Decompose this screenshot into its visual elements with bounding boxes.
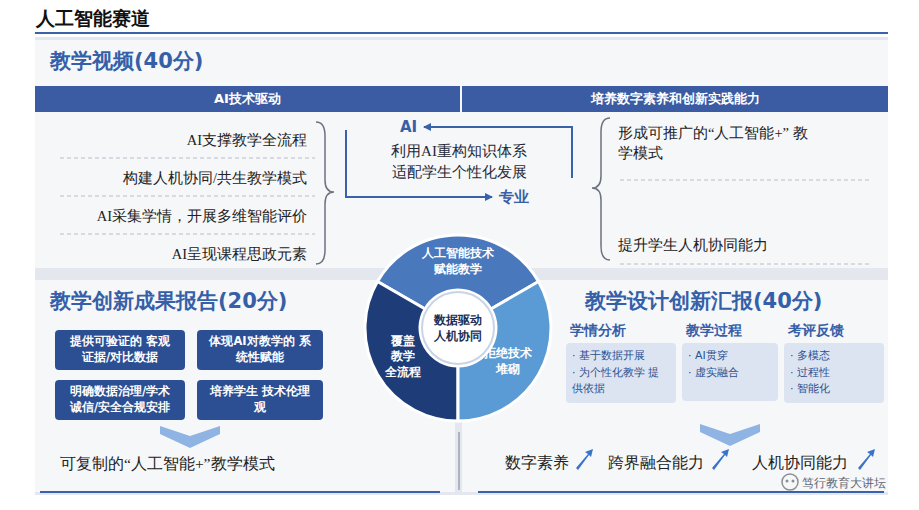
- page-title: 人工智能赛道: [36, 6, 150, 32]
- column-bullet: · 智能化: [790, 381, 878, 398]
- criterion-box-text: 明确数据治理/学术 诚信/安全合规安排: [68, 384, 172, 415]
- section-heading: 教学创新成果报告(20分): [50, 287, 287, 315]
- column-box: · AI贯穿· 虚实融合: [682, 343, 778, 401]
- ground: [35, 37, 888, 495]
- criterion-box-text: 体现AI对教学的 系统性赋能: [208, 334, 312, 365]
- column-heading: 学情分析: [566, 322, 676, 340]
- core-shape: [422, 292, 494, 364]
- node-dark: 体现AI对教学的 系统性赋能: [197, 330, 323, 370]
- column-bullet: · 虚实融合: [688, 365, 772, 382]
- label: 数字素养: [505, 452, 569, 474]
- divider: [458, 432, 460, 490]
- column-heading: 考评反馈: [784, 322, 884, 340]
- criterion-box-text: 培养学生 技术伦理观: [208, 384, 312, 415]
- center-statement: 利用AI重构知识体系 适配学生个性化发展: [384, 141, 534, 183]
- title-rule: [35, 32, 888, 34]
- column-bullet: · 基于数据开展: [572, 348, 670, 365]
- label: 专业: [497, 187, 531, 207]
- node-core: 数据驱动 人机协同: [420, 290, 496, 366]
- bar-label: 培养数字素养和创新实践能力: [591, 90, 760, 108]
- column-bullet: · 多模态: [790, 348, 878, 365]
- watermark-icon: [782, 474, 798, 490]
- node-bar: AI技术驱动: [35, 86, 460, 112]
- label: 构建人机协同/共生教学模式: [45, 169, 307, 189]
- down-chevron: [160, 426, 220, 448]
- label: AI采集学情，开展多维智能评价: [45, 207, 307, 227]
- label: AI支撑教学全流程: [45, 131, 307, 151]
- node-bar: 培养数字素养和创新实践能力: [462, 86, 888, 112]
- segment-label: 拒绝技术堆砌: [482, 346, 534, 377]
- label: 形成可推广的“人工智能+” 教学模式: [618, 124, 810, 163]
- node-dark: 明确数据治理/学术 诚信/安全合规安排: [55, 380, 185, 420]
- section-heading: 教学视频(40分): [50, 47, 203, 75]
- bottom-rule: [40, 491, 440, 493]
- bar-label: AI技术驱动: [214, 90, 281, 108]
- node-col: 考评反馈 · 多模态· 过程性· 智能化: [784, 322, 884, 403]
- node-col: 教学过程 · AI贯穿· 虚实融合: [682, 322, 778, 401]
- column-heading: 教学过程: [682, 322, 778, 340]
- node-cbox: 利用AI重构知识体系 适配学生个性化发展: [354, 136, 564, 188]
- right-brace: [592, 118, 610, 260]
- node-dark: 培养学生 技术伦理观: [197, 380, 323, 420]
- column-bullet: · 过程性: [790, 365, 878, 382]
- column-bullet: · AI贯穿: [688, 348, 772, 365]
- criterion-box-text: 提供可验证的 客观证据/对比数据: [68, 334, 172, 365]
- node-dark: 提供可验证的 客观证据/对比数据: [55, 330, 185, 370]
- down-chevron: [700, 424, 760, 446]
- bottom-rule: [478, 491, 884, 493]
- label: 笃行教育大讲坛: [802, 475, 886, 491]
- node-col: 学情分析 · 基于数据开展· 为个性化教学 提供依据: [566, 322, 676, 403]
- segment-label: 人工智能技术 赋能教学: [419, 246, 497, 277]
- column-box: · 基于数据开展· 为个性化教学 提供依据: [566, 343, 676, 403]
- column-bullet: · 为个性化教学 提供依据: [572, 365, 670, 398]
- core-label: 数据驱动 人机协同: [432, 312, 484, 344]
- label: 跨界融合能力: [608, 452, 704, 474]
- core-circle: [420, 290, 496, 366]
- label: 提升学生人机协同能力: [618, 236, 838, 256]
- label: AI: [398, 117, 419, 137]
- label: AI呈现课程思政元素: [45, 245, 307, 265]
- segment-label: 覆盖 教学 全流程: [383, 334, 423, 381]
- label: 可复制的“人工智能+”教学模式: [60, 454, 380, 475]
- left-brace: [316, 122, 334, 264]
- column-box: · 多模态· 过程性· 智能化: [784, 343, 884, 403]
- section-heading: 教学设计创新汇报(40分): [585, 287, 822, 315]
- label: 人机协同能力: [752, 452, 848, 474]
